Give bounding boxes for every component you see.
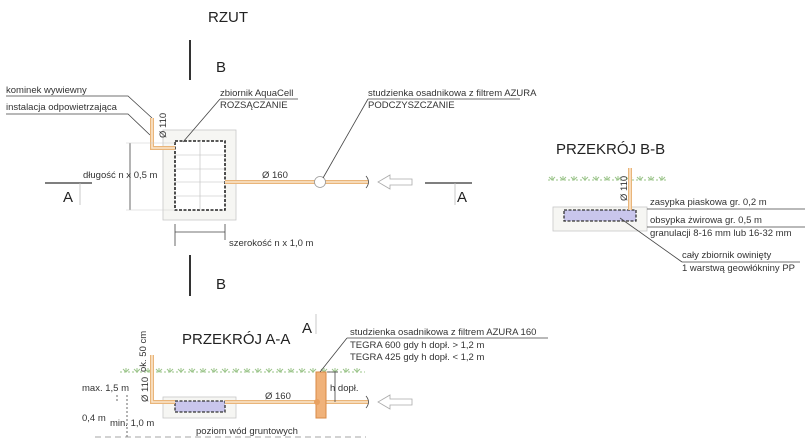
- grass-tuft-icon: [559, 176, 567, 181]
- grass-tuft-icon: [210, 368, 218, 373]
- grass-tuft-icon: [298, 368, 306, 373]
- section-bb: PRZEKRÓJ B-B Ø 110 zasypka piaskowa gr. …: [548, 141, 805, 274]
- section-b-mark-bottom: B: [216, 276, 226, 293]
- width-label: szerokość n x 1,0 m: [229, 238, 314, 249]
- grass-tuft-icon: [122, 368, 130, 373]
- grass-tuft-icon: [276, 368, 284, 373]
- section-bb-title: PRZEKRÓJ B-B: [556, 141, 665, 158]
- grass-tuft-icon: [581, 176, 589, 181]
- settling-well-aa: [315, 371, 327, 419]
- length-label: długość n x 0,5 m: [83, 170, 158, 181]
- flow-arrow-icon: [377, 394, 413, 410]
- grass-tuft-icon: [548, 176, 556, 181]
- vent-pipe-dia-aa: Ø 110: [140, 377, 151, 402]
- grass-tuft-icon: [647, 176, 655, 181]
- wrap-label-2: 1 warstwą geowłókniny PP: [682, 263, 795, 274]
- grass-tuft-icon: [155, 368, 163, 373]
- inlet-pipe-dia: Ø 160: [262, 170, 288, 181]
- sand-label: zasypka piaskowa gr. 0,2 m: [650, 197, 767, 208]
- grass-tuft-icon: [614, 176, 622, 181]
- tank-aa: [174, 400, 226, 413]
- wrap-label-1: cały zbiornik owinięty: [682, 250, 771, 261]
- settling-well-plan: [314, 176, 326, 188]
- section-b-mark-top: B: [216, 59, 226, 76]
- section-aa: PRZEKRÓJ A-A A ok. 50 cm Ø 110 Ø 160 h d…: [82, 314, 548, 438]
- tegra-425-label: TEGRA 425 gdy h dopł. < 1,2 m: [350, 352, 484, 363]
- grass-tuft-icon: [133, 368, 141, 373]
- grass-tuft-icon: [232, 368, 240, 373]
- vent-pipe-aa: [150, 355, 175, 404]
- gravel-depth: 0,4 m: [82, 413, 106, 424]
- grass-tuft-icon: [254, 368, 262, 373]
- vent-pipe-dia-bb: Ø 110: [619, 176, 630, 201]
- vent-height: ok. 50 cm: [138, 331, 149, 372]
- grass-tuft-icon: [188, 368, 196, 373]
- grass-tuft-icon: [166, 368, 174, 373]
- grass-tuft-icon: [636, 176, 644, 181]
- granulation-label: granulacji 8-16 mm lub 16-32 mm: [650, 228, 792, 239]
- max-depth: max. 1,5 m: [82, 383, 129, 394]
- section-aa-title: PRZEKRÓJ A-A: [182, 331, 290, 348]
- well-function: PODCZYSZCZANIE: [368, 100, 455, 111]
- grass-tuft-icon: [199, 368, 207, 373]
- grass-tuft-icon: [658, 176, 666, 181]
- grass-tuft-icon: [287, 368, 295, 373]
- plan-view: RZUT B B A A kominek wywiewny instalacja…: [6, 9, 537, 296]
- grass-tuft-icon: [570, 176, 578, 181]
- plan-title: RZUT: [208, 9, 248, 26]
- grass-tuft-icon: [309, 368, 317, 373]
- section-a-mark-right: A: [457, 189, 467, 206]
- groundwater-label: poziom wód gruntowych: [196, 426, 298, 437]
- grass-tuft-icon: [592, 176, 600, 181]
- tegra-600-label: TEGRA 600 gdy h dopł. > 1,2 m: [350, 340, 484, 351]
- flow-arrow-icon: [377, 174, 413, 190]
- inlet-pipe-dia-aa: Ø 160: [265, 391, 291, 402]
- grass-tuft-icon: [342, 368, 350, 373]
- min-groundwater: min. 1,0 m: [110, 418, 154, 429]
- grass-tuft-icon: [221, 368, 229, 373]
- tank-function: ROZSĄCZANIE: [220, 100, 288, 111]
- grass-tuft-icon: [177, 368, 185, 373]
- grass-tuft-icon: [331, 368, 339, 373]
- tank-bb: [563, 209, 637, 222]
- inflow-height: h dopł.: [330, 383, 359, 394]
- tank-label: zbiornik AquaCell: [220, 88, 293, 99]
- section-aa-mark: A: [302, 320, 312, 337]
- grass-tuft-icon: [243, 368, 251, 373]
- well-label-aa: studzienka osadnikowa z filtrem AZURA 16…: [350, 327, 536, 338]
- grass-tuft-icon: [603, 176, 611, 181]
- vent-label: kominek wywiewny: [6, 85, 87, 96]
- section-a-mark-left: A: [63, 189, 73, 206]
- vent-install-label: instalacja odpowietrzająca: [6, 102, 118, 113]
- grass-tuft-icon: [265, 368, 273, 373]
- grass-tuft-icon: [353, 368, 361, 373]
- gravel-label: obsypka żwirowa gr. 0,5 m: [650, 215, 762, 226]
- vent-pipe-dia: Ø 110: [158, 113, 169, 138]
- well-label: studzienka osadnikowa z filtrem AZURA: [368, 88, 537, 99]
